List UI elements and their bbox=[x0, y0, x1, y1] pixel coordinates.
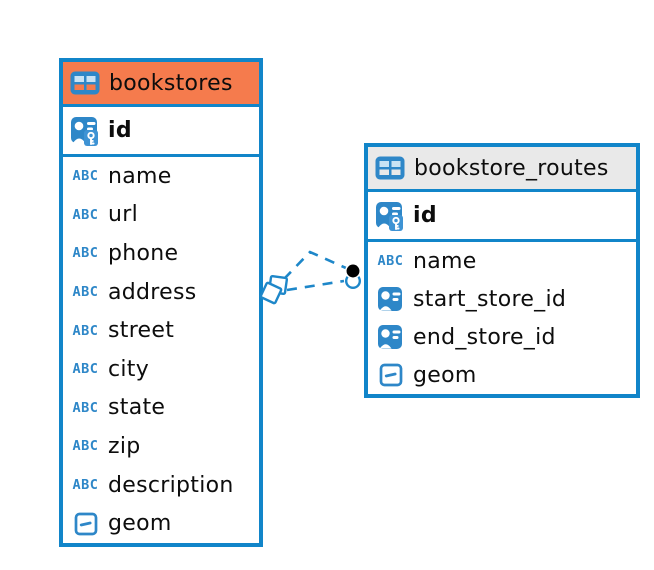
table-bookstore-routes-header[interactable]: bookstore_routes bbox=[368, 147, 636, 192]
column-row-geom[interactable]: geom bbox=[368, 356, 636, 394]
table-bookstore-routes[interactable]: bookstore_routes id ABC name start_store… bbox=[364, 143, 640, 398]
column-row-id[interactable]: id bbox=[368, 192, 636, 242]
geometry-type-icon bbox=[374, 363, 407, 387]
relationship-line-lower[interactable] bbox=[286, 279, 345, 292]
column-name: url bbox=[108, 202, 139, 228]
column-name: description bbox=[108, 472, 234, 498]
column-name: address bbox=[108, 279, 197, 305]
reference-id-icon bbox=[374, 324, 407, 350]
column-name: name bbox=[108, 163, 172, 189]
column-name: city bbox=[108, 356, 150, 382]
column-row-name[interactable]: ABC name bbox=[63, 157, 259, 196]
primary-key-icon bbox=[374, 200, 407, 232]
column-row-geom[interactable]: geom bbox=[63, 504, 259, 543]
text-type-icon: ABC bbox=[72, 477, 99, 494]
column-name: phone bbox=[108, 240, 179, 266]
column-list: ABC name ABC url ABC phone ABC address A… bbox=[63, 157, 259, 543]
text-type-icon: ABC bbox=[72, 206, 99, 223]
text-type-icon: ABC bbox=[72, 361, 99, 378]
column-name: geom bbox=[108, 511, 172, 537]
reference-id-icon bbox=[374, 286, 407, 312]
geometry-type-icon bbox=[69, 512, 102, 536]
column-name: state bbox=[108, 395, 166, 421]
column-name: name bbox=[413, 248, 477, 274]
table-icon bbox=[375, 156, 405, 180]
text-type-icon: ABC bbox=[72, 168, 99, 185]
text-type-icon: ABC bbox=[72, 438, 99, 455]
column-row-city[interactable]: ABC city bbox=[63, 350, 259, 389]
text-type-icon: ABC bbox=[72, 322, 99, 339]
column-row-phone[interactable]: ABC phone bbox=[63, 234, 259, 273]
text-type-icon: ABC bbox=[72, 284, 99, 301]
column-row-zip[interactable]: ABC zip bbox=[63, 427, 259, 466]
column-name: zip bbox=[108, 433, 141, 459]
column-name: start_store_id bbox=[413, 286, 567, 312]
column-name: end_store_id bbox=[413, 324, 556, 350]
table-title: bookstores bbox=[109, 70, 233, 96]
column-row-description[interactable]: ABC description bbox=[63, 466, 259, 505]
column-row-end-store-id[interactable]: end_store_id bbox=[368, 318, 636, 356]
column-list: ABC name start_store_id end_store_id geo… bbox=[368, 242, 636, 394]
primary-key-icon bbox=[69, 115, 102, 147]
column-row-url[interactable]: ABC url bbox=[63, 196, 259, 235]
column-row-address[interactable]: ABC address bbox=[63, 273, 259, 312]
table-bookstores[interactable]: bookstores id ABC name ABC url ABC phone… bbox=[59, 58, 263, 547]
text-type-icon: ABC bbox=[377, 253, 404, 269]
table-bookstores-header[interactable]: bookstores bbox=[63, 62, 259, 107]
text-type-icon: ABC bbox=[72, 245, 99, 262]
column-name: id bbox=[413, 203, 437, 228]
column-row-state[interactable]: ABC state bbox=[63, 389, 259, 428]
column-name: id bbox=[108, 118, 132, 143]
dot-marker[interactable] bbox=[345, 263, 362, 290]
column-row-street[interactable]: ABC street bbox=[63, 311, 259, 350]
table-icon bbox=[70, 71, 100, 95]
table-title: bookstore_routes bbox=[414, 155, 609, 181]
diamond-marker[interactable] bbox=[259, 274, 289, 305]
column-name: geom bbox=[413, 362, 477, 388]
relationship-line-upper[interactable] bbox=[283, 250, 347, 280]
column-name: street bbox=[108, 318, 175, 344]
column-row-name[interactable]: ABC name bbox=[368, 242, 636, 280]
text-type-icon: ABC bbox=[72, 399, 99, 416]
column-row-id[interactable]: id bbox=[63, 107, 259, 157]
column-row-start-store-id[interactable]: start_store_id bbox=[368, 280, 636, 318]
